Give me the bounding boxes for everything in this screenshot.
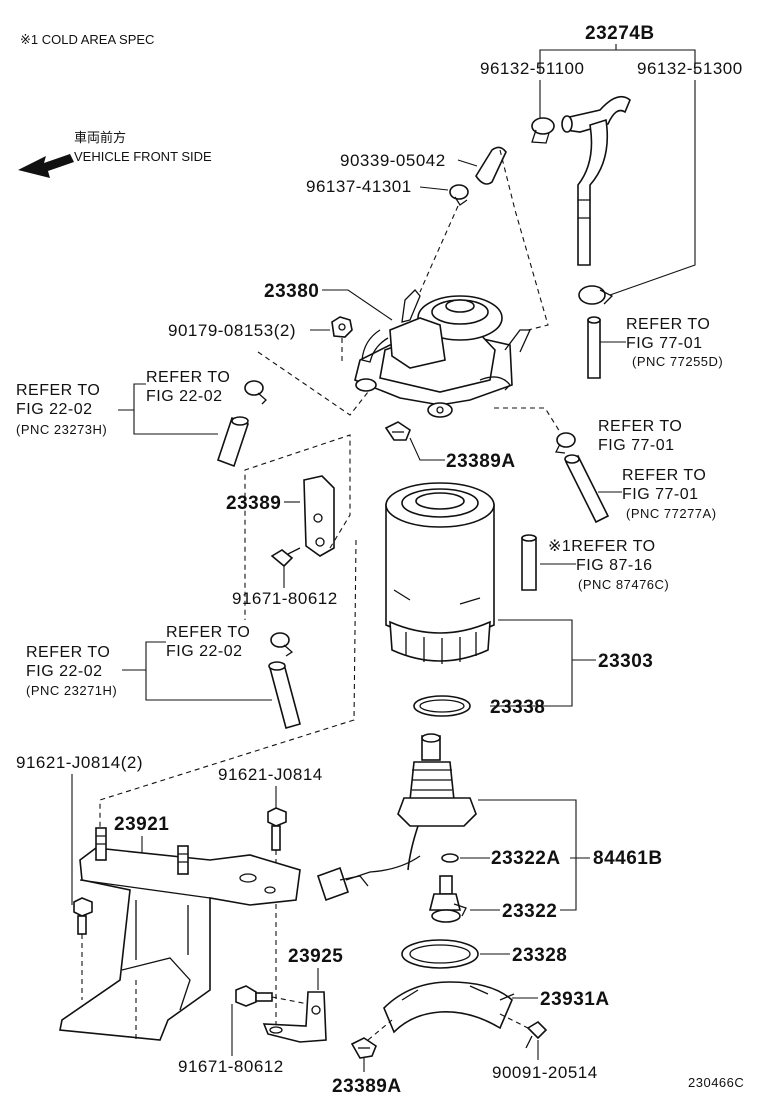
nut-90179-08153[interactable] bbox=[331, 316, 353, 338]
clip-96137-41301[interactable] bbox=[449, 184, 469, 206]
ref-77277A-l2[interactable]: FIG 77-01 bbox=[622, 486, 699, 503]
clamp-23389A-bottom[interactable] bbox=[350, 1037, 377, 1059]
hose-ref-77277A[interactable] bbox=[564, 454, 610, 524]
label-90339-05042[interactable]: 90339-05042 bbox=[340, 151, 446, 170]
label-23322[interactable]: 23322 bbox=[502, 901, 557, 922]
sensor-wire-connector[interactable] bbox=[316, 855, 421, 902]
label-23328[interactable]: 23328 bbox=[512, 945, 567, 966]
label-91621-J0814-2[interactable]: 91621-J0814(2) bbox=[16, 753, 143, 772]
clip-96132-51300[interactable] bbox=[578, 285, 614, 305]
vehicle-front-jp: 車両前方 bbox=[74, 130, 126, 145]
label-23389[interactable]: 23389 bbox=[226, 493, 281, 514]
label-91671-80612-top[interactable]: 91671-80612 bbox=[232, 589, 338, 608]
ref-fig22-02-a-l1[interactable]: REFER TO bbox=[16, 382, 100, 399]
label-23921[interactable]: 23921 bbox=[114, 814, 169, 835]
bracket-23925[interactable] bbox=[262, 991, 327, 1043]
label-23274B[interactable]: 23274B bbox=[585, 23, 655, 44]
ref-fig22-02-b-l1[interactable]: REFER TO bbox=[146, 369, 230, 386]
label-90179-08153[interactable]: 90179-08153(2) bbox=[168, 321, 296, 340]
ref-fig22-02-b-l2[interactable]: FIG 22-02 bbox=[146, 388, 223, 405]
ref-fig22-02-d-l1[interactable]: REFER TO bbox=[166, 624, 250, 641]
ref-77277A-l3: (PNC 77277A) bbox=[626, 506, 717, 521]
label-91671-80612-bottom[interactable]: 91671-80612 bbox=[178, 1057, 284, 1076]
label-23322A[interactable]: 23322A bbox=[491, 848, 561, 869]
label-23389A-top[interactable]: 23389A bbox=[446, 451, 516, 472]
clip-ref-77-01[interactable] bbox=[555, 432, 576, 454]
cold-area-note: ※1 COLD AREA SPEC bbox=[20, 32, 154, 47]
gasket-23328[interactable] bbox=[401, 939, 479, 969]
ref-77255D-l1[interactable]: REFER TO bbox=[626, 316, 710, 333]
ref-fig22-02-d-l2[interactable]: FIG 22-02 bbox=[166, 643, 243, 660]
filter-head-23380[interactable] bbox=[354, 289, 532, 418]
sensor-84461B[interactable] bbox=[397, 733, 477, 871]
bracket-23921[interactable] bbox=[59, 827, 301, 1041]
hose-ref-77255D[interactable] bbox=[587, 316, 601, 379]
o-ring-23322A[interactable] bbox=[441, 853, 459, 863]
label-84461B[interactable]: 84461B bbox=[593, 848, 663, 869]
vehicle-front-en: VEHICLE FRONT SIDE bbox=[74, 149, 212, 164]
screw-90091-20514[interactable] bbox=[525, 1020, 548, 1049]
clip-ref-22-02-top[interactable] bbox=[244, 380, 267, 405]
o-ring-23338[interactable] bbox=[413, 695, 471, 717]
hose-ref-87476C[interactable] bbox=[521, 534, 537, 591]
ref-fig22-02-a-l2[interactable]: FIG 22-02 bbox=[16, 401, 93, 418]
ref-77-01-l2[interactable]: FIG 77-01 bbox=[598, 437, 675, 454]
diagram-code: 230466C bbox=[688, 1075, 744, 1090]
label-23380[interactable]: 23380 bbox=[264, 281, 319, 302]
label-96137-41301[interactable]: 96137-41301 bbox=[306, 177, 412, 196]
label-23303[interactable]: 23303 bbox=[598, 651, 653, 672]
drain-plug-23322[interactable] bbox=[428, 875, 467, 923]
clip-ref-22-02-bottom[interactable] bbox=[270, 632, 294, 657]
ref-77255D-l2[interactable]: FIG 77-01 bbox=[626, 335, 703, 352]
label-91621-J0814[interactable]: 91621-J0814 bbox=[218, 765, 323, 784]
ref-fig22-02-c-l3: (PNC 23271H) bbox=[26, 683, 117, 698]
front-arrow-icon bbox=[18, 154, 74, 178]
bolt-91671-80612-top[interactable] bbox=[270, 547, 301, 568]
label-23931A[interactable]: 23931A bbox=[540, 989, 610, 1010]
hose-ref-23273H[interactable] bbox=[216, 416, 250, 468]
filter-element-23303[interactable] bbox=[385, 482, 495, 664]
label-96132-51300[interactable]: 96132-51300 bbox=[637, 59, 743, 78]
ref-87476C-l3: (PNC 87476C) bbox=[578, 577, 669, 592]
ref-fig22-02-c-l1[interactable]: REFER TO bbox=[26, 644, 110, 661]
plug-90339-05042[interactable] bbox=[475, 146, 507, 185]
bolt-91671-80612-bottom[interactable] bbox=[235, 985, 273, 1007]
hose-ref-23271H[interactable] bbox=[268, 661, 301, 729]
ref-fig22-02-a-l3: (PNC 23273H) bbox=[16, 422, 107, 437]
label-96132-51100[interactable]: 96132-51100 bbox=[480, 59, 584, 78]
label-23389A-bottom[interactable]: 23389A bbox=[332, 1076, 402, 1097]
ref-77277A-l1[interactable]: REFER TO bbox=[622, 467, 706, 484]
clip-96132-51100[interactable] bbox=[531, 117, 555, 144]
clamp-23389A-top[interactable] bbox=[384, 421, 411, 441]
ref-fig22-02-c-l2[interactable]: FIG 22-02 bbox=[26, 663, 103, 680]
leader-23274B bbox=[539, 49, 696, 74]
clamp-23931A[interactable] bbox=[383, 981, 515, 1034]
bolt-91621-J0814[interactable] bbox=[267, 807, 287, 851]
label-23338[interactable]: 23338 bbox=[490, 697, 545, 718]
ref-77255D-l3: (PNC 77255D) bbox=[632, 354, 723, 369]
bracket-23389[interactable] bbox=[303, 475, 335, 557]
label-23925[interactable]: 23925 bbox=[288, 946, 343, 967]
ref-87476C-l2[interactable]: FIG 87-16 bbox=[576, 557, 653, 574]
ref-77-01-l1[interactable]: REFER TO bbox=[598, 418, 682, 435]
hose-23274B[interactable] bbox=[561, 95, 631, 266]
bolt-91621-J0814-2[interactable] bbox=[73, 897, 93, 935]
ref-87476C-l1[interactable]: ※1REFER TO bbox=[548, 538, 656, 555]
label-90091-20514[interactable]: 90091-20514 bbox=[492, 1063, 598, 1082]
